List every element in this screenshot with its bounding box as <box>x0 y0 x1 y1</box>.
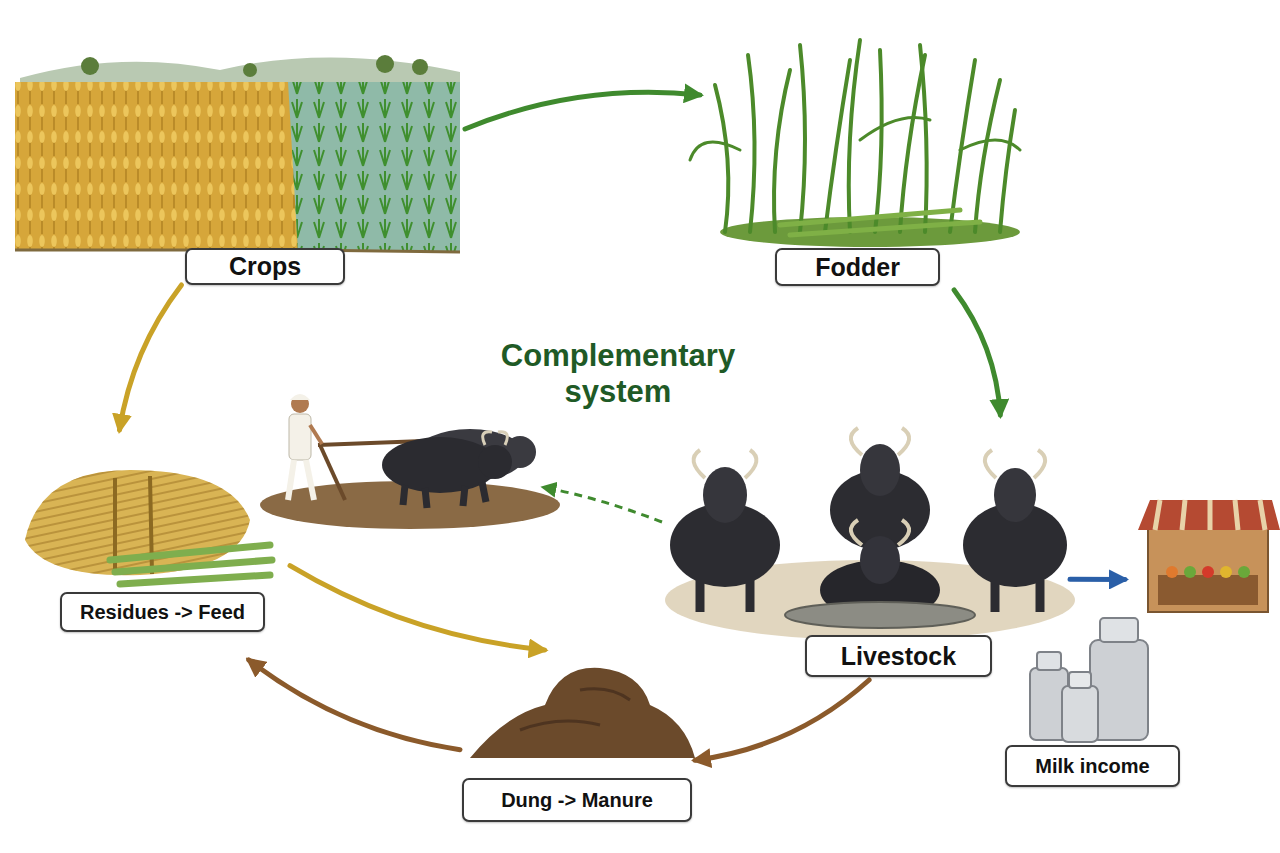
dung-pile <box>470 668 695 758</box>
node-label: Milk income <box>1005 745 1180 787</box>
plough-scene <box>260 394 560 529</box>
diagram-node: Milk income <box>1125 485 1275 790</box>
residue-bundle <box>25 470 272 584</box>
node-label: Dung -> Manure <box>462 778 692 822</box>
crop-field <box>15 55 460 252</box>
flow-arrow <box>465 92 700 129</box>
diagram-node: Livestock <box>660 415 1070 680</box>
flow-arrow <box>695 680 869 760</box>
node-label: Fodder <box>775 248 940 286</box>
flow-arrow <box>290 566 545 650</box>
draught-arrow <box>542 487 662 522</box>
milk-cans <box>1030 618 1148 742</box>
diagram-node: Fodder <box>700 40 1030 290</box>
fodder-grass <box>690 40 1020 247</box>
flow-arrow <box>249 660 460 750</box>
node-label: Crops <box>185 248 345 285</box>
node-label: Residues -> Feed <box>60 592 265 632</box>
flow-arrow <box>120 285 182 430</box>
diagram-title: Complementary system <box>478 338 758 409</box>
flow-arrow <box>954 290 1000 415</box>
node-label: Livestock <box>805 635 992 677</box>
flow-arrow <box>1070 577 1125 582</box>
diagram-node: Residues -> Feed <box>15 430 290 660</box>
diagram-node: Crops <box>15 45 465 285</box>
market-stall <box>1138 500 1280 612</box>
buffalo-herd <box>665 428 1075 640</box>
diagram-node: Dung -> Manure <box>460 650 695 825</box>
